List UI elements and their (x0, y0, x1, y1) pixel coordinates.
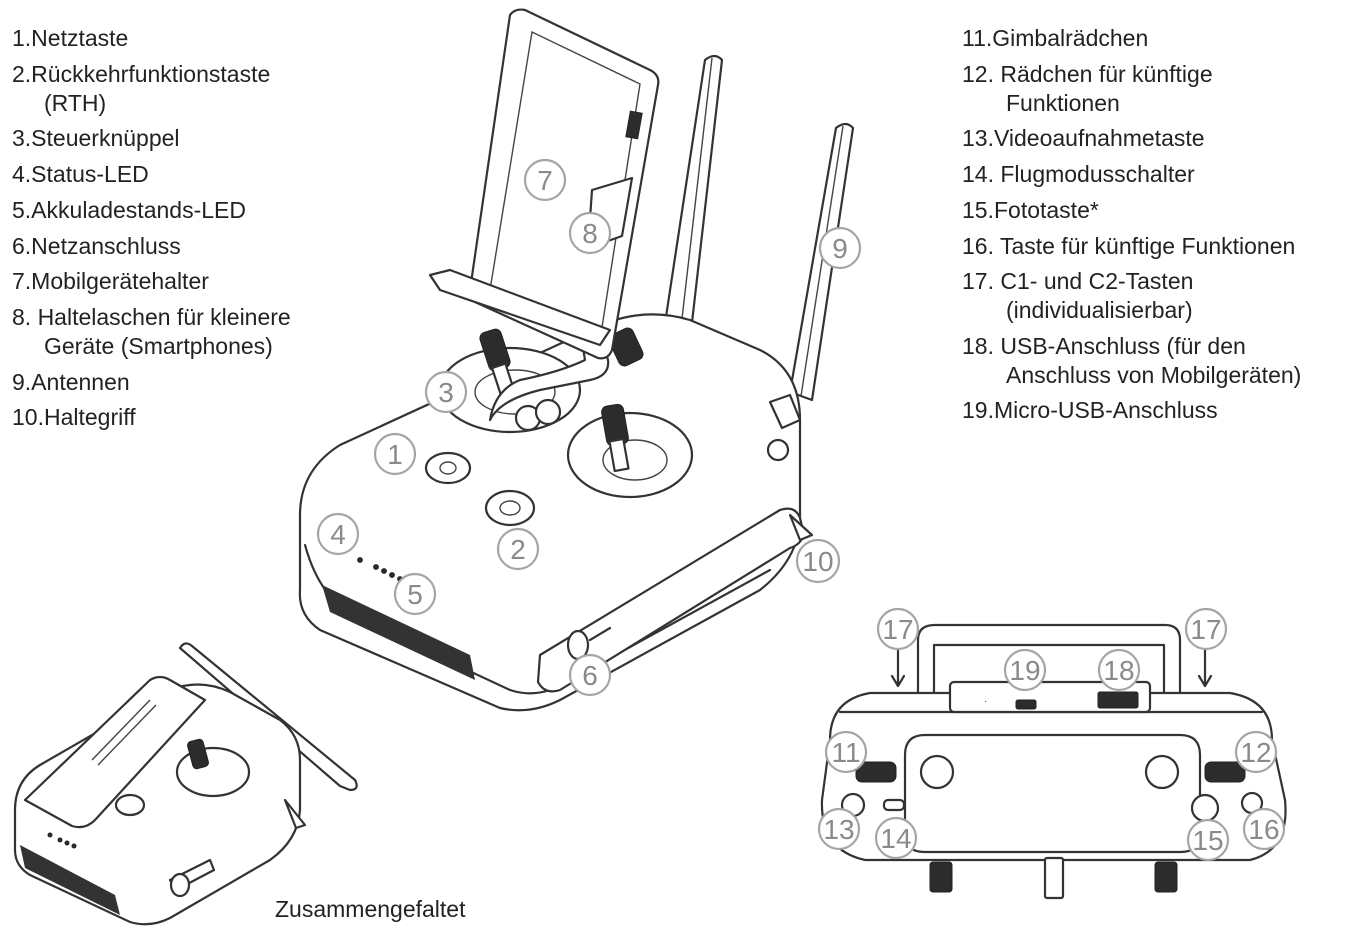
power-button (424, 451, 472, 485)
photo-button (1190, 793, 1220, 823)
legend-item: 3.Steuerknüppel (12, 125, 180, 152)
right-stick-well (566, 411, 694, 499)
callout-2: 2 (496, 527, 540, 571)
main-controller (298, 8, 855, 712)
flight-mode-switch (882, 798, 906, 812)
legend-left: 1.Netztaste 2.Rückkehrfunktionstaste(RTH… (12, 24, 352, 439)
legend-item: 11.Gimbalrädchen (962, 25, 1149, 51)
micro-usb-port (1015, 699, 1037, 710)
legend-item: 5.Akkuladestands-LED (12, 196, 246, 223)
svg-text:2: 2 (510, 534, 526, 565)
callout-17-right: 17 (1184, 607, 1228, 651)
hand-grip (536, 507, 806, 693)
callout-14: 14 (874, 816, 918, 860)
legend-item: 10.Haltegriff (12, 404, 136, 431)
callout-10: 10 (795, 538, 841, 584)
svg-text:15: 15 (1192, 825, 1223, 856)
svg-text:4: 4 (330, 519, 346, 550)
svg-text:7: 7 (537, 165, 553, 196)
legend-item: 6.Netzanschluss (12, 232, 181, 259)
callout-15: 15 (1186, 818, 1230, 862)
svg-text:12: 12 (1240, 737, 1271, 768)
callout-8: 8 (568, 211, 612, 255)
svg-text:10: 10 (802, 546, 833, 577)
folded-caption: Zusammengefaltet (275, 896, 466, 922)
callout-12: 12 (1234, 730, 1278, 774)
legend-item: 15.Fototaste* (962, 196, 1099, 223)
svg-text:14: 14 (880, 823, 911, 854)
legend-right: 11.Gimbalrädchen 12. Rädchen für künftig… (962, 24, 1344, 432)
svg-text:1: 1 (387, 439, 403, 470)
callout-4: 4 (316, 512, 360, 556)
usb-port (1097, 691, 1139, 709)
svg-text:·: · (984, 696, 987, 707)
folded-controller (13, 642, 358, 926)
legend-item: 1.Netztaste (12, 25, 129, 51)
speaker-grill (322, 585, 475, 680)
svg-text:13: 13 (823, 814, 854, 845)
holder-clamp (428, 268, 612, 347)
legend-item: 13.Videoaufnahmetaste (962, 125, 1205, 152)
callout-5: 5 (393, 572, 437, 616)
legend-item: 7.Mobilgerätehalter (12, 268, 209, 295)
callout-6: 6 (568, 653, 612, 697)
dial-right (608, 327, 644, 367)
callout-16: 16 (1242, 807, 1286, 851)
svg-text:5: 5 (407, 579, 423, 610)
legend-item: 16. Taste für künftige Funktionen (962, 232, 1296, 259)
callout-11: 11 (824, 730, 868, 774)
legend-item: 14. Flugmodusschalter (962, 161, 1195, 187)
svg-text:6: 6 (582, 660, 598, 691)
svg-text:9: 9 (832, 233, 848, 264)
callout-3: 3 (424, 370, 468, 414)
callout-1: 1 (373, 432, 417, 476)
legend-item: 19.Micro-USB-Anschluss (962, 397, 1218, 424)
gimbal-wheel (855, 761, 897, 783)
legend-item: 4.Status-LED (12, 161, 149, 187)
svg-text:8: 8 (582, 218, 598, 249)
callout-7: 7 (523, 158, 567, 202)
status-led (357, 557, 363, 563)
back-panel (903, 733, 1202, 854)
svg-text:18: 18 (1103, 655, 1134, 686)
svg-text:16: 16 (1248, 814, 1279, 845)
legend-item: 17. C1- und C2-Tasten(individualisierbar… (962, 268, 1194, 323)
callout-13: 13 (817, 807, 861, 851)
folded-grill (20, 845, 120, 915)
folded-holder (23, 675, 207, 829)
function-wheel (1204, 761, 1246, 783)
legend-item: 9.Antennen (12, 368, 130, 395)
svg-text:17: 17 (882, 614, 913, 645)
svg-text:11: 11 (831, 737, 860, 768)
callout-17-left: 17 (876, 607, 920, 651)
svg-text:19: 19 (1009, 655, 1040, 686)
legend-item: 2.Rückkehrfunktionstaste(RTH) (12, 60, 271, 116)
callout-9: 9 (818, 226, 862, 270)
rth-button (484, 489, 536, 527)
antenna-left (662, 54, 724, 342)
callout-18: 18 (1097, 648, 1141, 692)
callout-19: 19 (1003, 648, 1047, 692)
svg-text:3: 3 (438, 377, 454, 408)
svg-text:17: 17 (1190, 614, 1221, 645)
controller-back-view: · (820, 623, 1287, 900)
